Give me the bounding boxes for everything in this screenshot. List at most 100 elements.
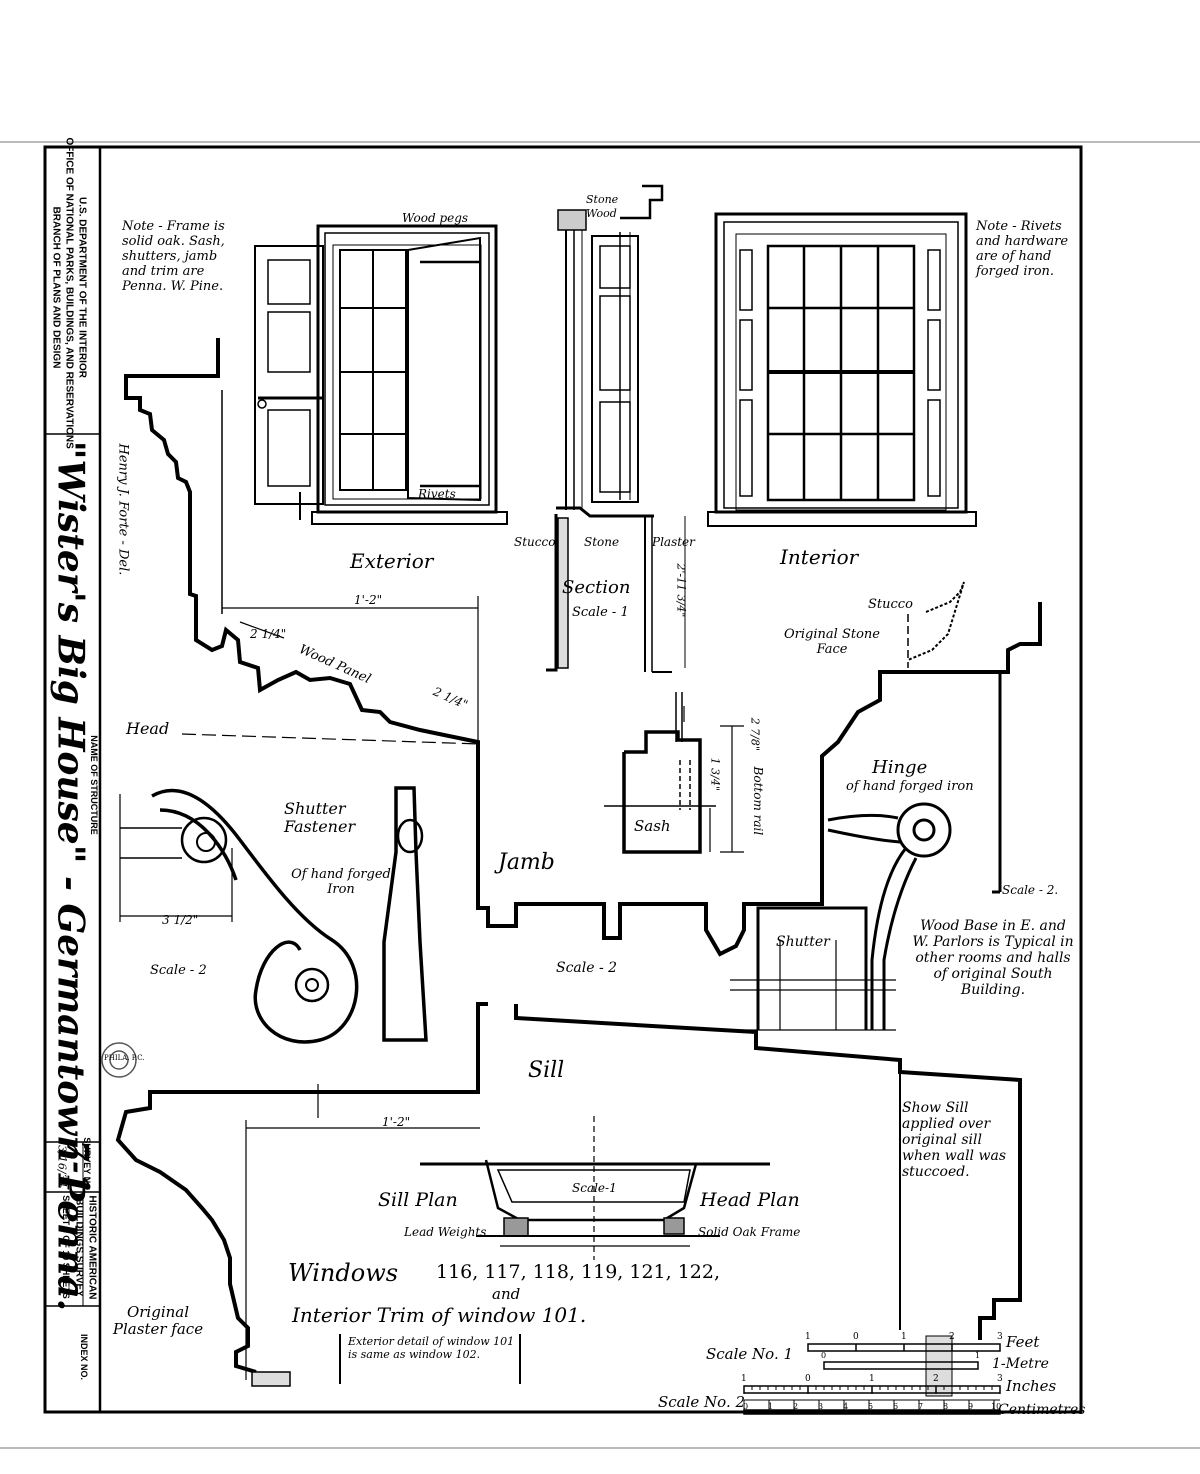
interior-label: Interior — [780, 545, 859, 569]
lead-weights-label: Lead Weights — [404, 1225, 487, 1239]
dimension-lines — [119, 596, 744, 1380]
plan-scale-label: Scale-1 — [572, 1181, 617, 1195]
sash-detail — [604, 692, 716, 854]
scale-tick-label: 1 — [869, 1374, 875, 1384]
bottom-rail-dim: 2 7/8" — [748, 717, 762, 751]
metre-label: 1-Metre — [992, 1356, 1049, 1372]
sash-height-dim: 1 3/4" — [708, 757, 722, 791]
scale-tick-label: 1 — [975, 1351, 981, 1360]
frame-note: Note - Frame is solid oak. Sash, shutter… — [122, 219, 225, 294]
habs-line-1: HISTORIC AMERICAN — [86, 1195, 98, 1300]
stucco-right-label: Stucco — [868, 597, 913, 612]
dim-2-14-a: 2 1/4" — [250, 627, 287, 641]
scale-no-1-label: Scale No. 1 — [706, 1345, 794, 1363]
window-section — [546, 184, 686, 673]
sill-plan-label: Sill Plan — [378, 1189, 458, 1211]
scale-tick-label: 1 — [741, 1374, 747, 1384]
scale-tick-label: 4 — [843, 1402, 849, 1411]
section-scale-label: Scale - 1 — [572, 605, 629, 620]
show-sill-note: Show Sill applied over original sill whe… — [902, 1100, 1007, 1181]
scale-tick-label: 9 — [968, 1402, 974, 1411]
stone-label-top: Stone — [586, 193, 619, 206]
sill-label: Sill — [528, 1058, 565, 1083]
interior-elevation — [707, 212, 977, 527]
scale-tick-label: 5 — [868, 1402, 874, 1411]
agency-line-1: U.S. DEPARTMENT OF THE INTERIOR — [76, 197, 88, 378]
scale-no-2-label: Scale No. 2 — [658, 1393, 746, 1411]
scale-tick-label: 0 — [821, 1351, 827, 1360]
scale-tick-label: 1 — [805, 1332, 811, 1342]
stamp-text: PHILA. P.C. — [104, 1054, 145, 1062]
windows-and: and — [492, 1285, 521, 1303]
windows-title: Windows — [288, 1259, 399, 1287]
rivets-note: Note - Rivets and hardware are of hand f… — [976, 219, 1069, 279]
wood-pegs-label: Wood pegs — [402, 211, 469, 225]
scale-tick-label: 3 — [997, 1332, 1003, 1342]
original-stone-face-label: Original Stone Face — [784, 627, 880, 657]
index-no-label: INDEX NO. — [79, 1333, 89, 1380]
exterior-detail-note: Exterior detail of window 101 is same as… — [348, 1335, 515, 1361]
scale-tick-label: 2 — [793, 1402, 799, 1411]
wood-label-top: Wood — [586, 207, 617, 220]
centimetres-label: Centimetres — [998, 1402, 1086, 1418]
wood-base-scale-label: Scale - 2. — [1002, 883, 1059, 897]
bottom-rail-label: Bottom rail — [750, 766, 765, 836]
original-plaster-face-label: Original Plaster face — [112, 1303, 204, 1339]
jamb-label: Jamb — [498, 850, 555, 875]
survey-stamp — [101, 1042, 137, 1078]
section-height-dim: 2'-11 3/4" — [674, 563, 688, 618]
head-label: Head — [126, 719, 170, 738]
shutter-fastener-subtitle: Of hand forged Iron — [291, 867, 391, 897]
dim-1-2-bottom: 1'-2" — [382, 1115, 411, 1129]
scale-tick-label: 1 — [901, 1332, 907, 1342]
feet-label: Feet — [1006, 1333, 1040, 1351]
hinge-drawing — [827, 802, 952, 1030]
sill-stone-detail — [925, 1335, 953, 1397]
scale-tick-label: 8 — [943, 1402, 949, 1411]
exterior-elevation — [254, 224, 508, 525]
plaster-label: Plaster — [652, 535, 695, 549]
scale-tick-label: 3 — [818, 1402, 824, 1411]
dim-3-12: 3 1/2" — [162, 913, 199, 927]
jamb-scale-label: Scale - 2 — [556, 960, 618, 976]
scale-tick-label: 7 — [918, 1402, 924, 1411]
scale-tick-label: 6 — [893, 1402, 899, 1411]
stucco-label: Stucco — [514, 535, 556, 549]
scale-tick-label: 0 — [853, 1332, 859, 1342]
rivets-label: Rivets — [418, 487, 456, 501]
shutter-fastener-title: Shutter Fastener — [284, 799, 356, 837]
sheet-number: SHEET 8 OF 10 SHEETS — [61, 1195, 71, 1299]
hinge-title: Hinge — [872, 757, 928, 778]
structure-name: "Wister's Big House" - Germantown Penna. — [49, 440, 92, 1312]
hinge-subtitle: of hand forged iron — [846, 779, 974, 794]
scale-tick-label: 0 — [805, 1374, 811, 1384]
habs-line-2: BUILDINGS SURVEY — [73, 1198, 85, 1297]
scale-tick-label: 2 — [933, 1374, 939, 1384]
sheet-border — [43, 145, 1083, 1414]
section-label: Section — [562, 577, 631, 598]
windows-numbers: 116, 117, 118, 119, 121, 122, — [436, 1261, 721, 1283]
plaster-detail — [251, 1371, 291, 1387]
fastener-drawing — [120, 786, 428, 1044]
agency-line-2: OFFICE OF NATIONAL PARKS, BUILDINGS, AND… — [63, 137, 75, 449]
scale-tick-label: 10 — [991, 1402, 1002, 1411]
scale-tick-label: 2 — [949, 1332, 955, 1342]
agency-line-3: BRANCH OF PLANS AND DESIGN — [50, 206, 62, 369]
scale-tick-marks — [743, 1386, 1001, 1410]
head-plan-label: Head Plan — [700, 1189, 800, 1211]
scale-tick-label: 1 — [768, 1402, 774, 1411]
interior-trim-title: Interior Trim of window 101. — [292, 1303, 587, 1327]
stone-label: Stone — [584, 535, 620, 549]
jamb-profile — [115, 338, 1042, 1374]
sill-head-plan — [420, 1116, 770, 1260]
exterior-label: Exterior — [350, 549, 434, 573]
solid-oak-frame-label: Solid Oak Frame — [698, 1225, 801, 1239]
wood-base-note: Wood Base in E. and W. Parlors is Typica… — [912, 918, 1074, 999]
shutter-detail — [730, 906, 896, 1031]
inches-label: Inches — [1006, 1377, 1057, 1395]
dim-1-2-top: 1'-2" — [354, 593, 383, 607]
scale-tick-label: 3 — [997, 1374, 1003, 1384]
shutter-label: Shutter — [776, 934, 830, 950]
fastener-scale-label: Scale - 2 — [150, 963, 207, 978]
